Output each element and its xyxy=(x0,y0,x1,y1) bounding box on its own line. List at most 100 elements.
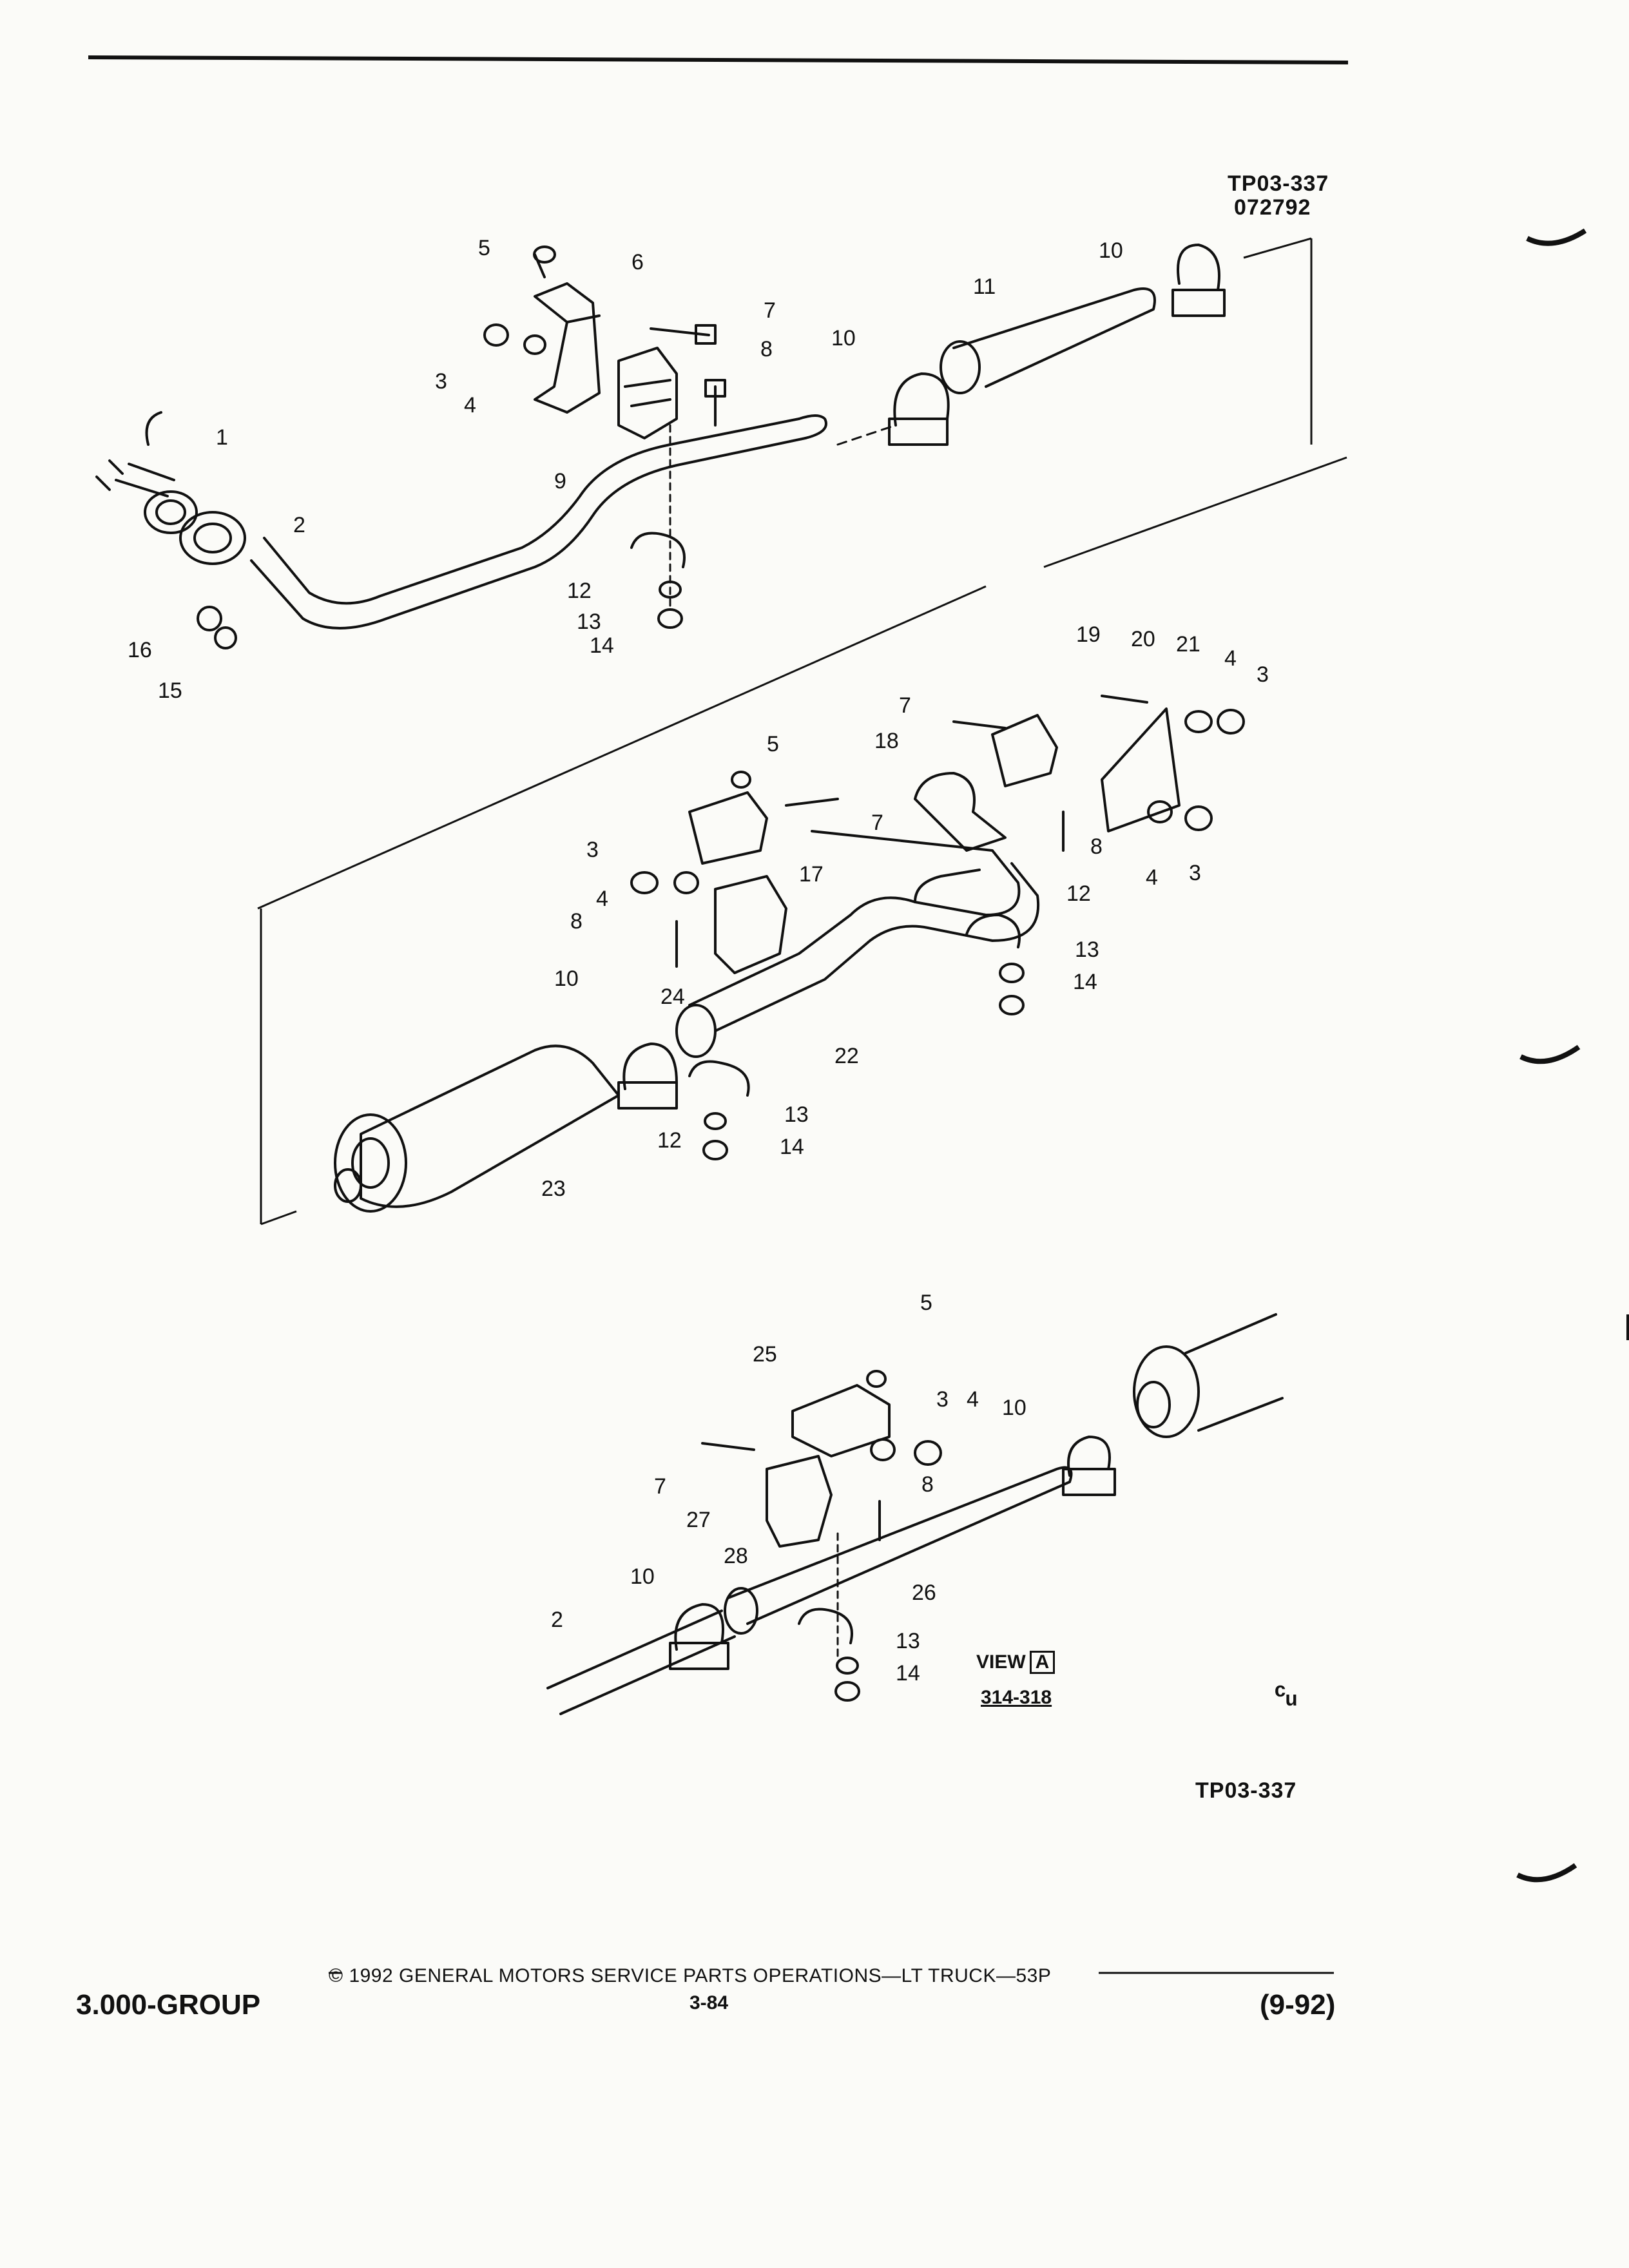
hanger-bracket-upper xyxy=(534,282,601,414)
callout-8: 8 xyxy=(570,909,583,934)
frame-bracket-21 xyxy=(1101,707,1181,832)
pipe-clamp-middle-left xyxy=(688,1060,750,1097)
view-code: 314-318 xyxy=(981,1687,1052,1708)
callout-20: 20 xyxy=(1131,627,1155,651)
lower-assembly xyxy=(546,1313,1284,1715)
callout-10: 10 xyxy=(1002,1396,1027,1420)
view-letter-box: A xyxy=(1029,1651,1055,1674)
callout-6: 6 xyxy=(631,250,644,274)
callout-21: 21 xyxy=(1176,632,1200,657)
callout-1: 1 xyxy=(216,425,228,450)
footer-page-number: 3-84 xyxy=(689,1992,729,2013)
callout-23: 23 xyxy=(541,1177,566,1201)
footer-copyright: © 1992 GENERAL MOTORS SERVICE PARTS OPER… xyxy=(329,1965,1052,1986)
hanger-insulator-18 xyxy=(914,772,1007,852)
middle-assembly xyxy=(334,695,1245,1213)
callout-3: 3 xyxy=(435,369,447,394)
callout-13: 13 xyxy=(784,1102,809,1127)
callout-8: 8 xyxy=(921,1472,934,1497)
upper-assembly xyxy=(95,244,1226,649)
callout-5: 5 xyxy=(920,1291,932,1315)
callout-4: 4 xyxy=(596,887,608,911)
callout-10: 10 xyxy=(630,1564,655,1589)
callout-9: 9 xyxy=(554,469,566,494)
hanger-bracket-middle xyxy=(688,791,768,865)
callout-16: 16 xyxy=(128,638,152,662)
callout-8: 8 xyxy=(760,337,773,361)
hanger-insulator-upper xyxy=(617,347,678,439)
manifold-flange xyxy=(179,511,246,565)
pipe-clamp-middle-right xyxy=(965,914,1021,948)
callout-14: 14 xyxy=(590,633,614,658)
callout-4: 4 xyxy=(464,393,476,418)
top-rule xyxy=(88,55,1349,64)
hanger-bracket-19 xyxy=(991,714,1058,787)
flange-nut xyxy=(197,606,222,631)
callout-4: 4 xyxy=(1146,865,1158,890)
callout-11: 11 xyxy=(973,274,996,299)
callout-3: 3 xyxy=(1257,662,1269,687)
callout-14: 14 xyxy=(896,1661,920,1686)
intermediate-pipe xyxy=(952,287,1156,388)
u-clamp-view-a-left xyxy=(674,1603,724,1651)
callout-10: 10 xyxy=(554,966,579,991)
u-clamp-middle xyxy=(622,1043,678,1090)
callout-3: 3 xyxy=(1189,861,1201,885)
figure-code: TP03-337 xyxy=(1228,171,1329,196)
pipe-clamp-view-a xyxy=(798,1608,853,1644)
callout-7: 7 xyxy=(764,298,776,323)
u-clamp-upper-left xyxy=(893,372,950,427)
callout-15: 15 xyxy=(158,678,182,703)
muffler xyxy=(360,1044,620,1208)
hanger-insulator-27 xyxy=(766,1455,833,1548)
callout-12: 12 xyxy=(657,1128,682,1153)
callout-2: 2 xyxy=(551,1608,563,1632)
footer-date: (9-92) xyxy=(1260,1989,1336,2021)
u-clamp-upper-right xyxy=(1177,244,1220,291)
callout-8: 8 xyxy=(1090,834,1103,859)
callout-5: 5 xyxy=(767,732,779,756)
callout-12: 12 xyxy=(1066,881,1091,906)
callout-7: 7 xyxy=(871,811,883,835)
callout-22: 22 xyxy=(834,1044,859,1068)
bottom-figure-code: TP03-337 xyxy=(1195,1778,1297,1803)
view-label-text: VIEW xyxy=(976,1651,1026,1673)
callout-4: 4 xyxy=(1224,646,1237,671)
callout-13: 13 xyxy=(1075,937,1099,962)
callout-28: 28 xyxy=(724,1544,748,1568)
callout-14: 14 xyxy=(1073,970,1097,994)
front-pipe-view-a xyxy=(546,1610,736,1715)
footer-group: 3.000-GROUP xyxy=(76,1989,261,2021)
callout-10: 10 xyxy=(831,326,856,351)
pipe-clamp-upper xyxy=(630,532,686,568)
callout-26: 26 xyxy=(912,1581,936,1605)
callout-2: 2 xyxy=(293,513,305,537)
callout-5: 5 xyxy=(478,236,490,260)
callout-17: 17 xyxy=(799,862,824,887)
callout-10: 10 xyxy=(1099,238,1123,263)
callout-3: 3 xyxy=(936,1387,949,1412)
hanger-insulator-middle xyxy=(714,875,787,974)
callout-13: 13 xyxy=(577,610,601,634)
hanger-bracket-25 xyxy=(791,1384,891,1457)
callout-7: 7 xyxy=(899,693,911,718)
perspective-frame xyxy=(257,237,1347,1225)
callout-27: 27 xyxy=(686,1508,711,1532)
callout-18: 18 xyxy=(874,729,899,753)
figure-date: 072792 xyxy=(1234,195,1311,220)
corner-mark: ᶜᵤ xyxy=(1275,1677,1297,1710)
callout-3: 3 xyxy=(586,838,599,862)
muffler-inlet xyxy=(1133,1345,1200,1438)
callout-19: 19 xyxy=(1076,622,1101,647)
callout-24: 24 xyxy=(660,985,685,1009)
callout-12: 12 xyxy=(567,579,592,603)
callout-4: 4 xyxy=(967,1387,979,1412)
callout-14: 14 xyxy=(780,1135,804,1159)
callout-7: 7 xyxy=(654,1474,666,1499)
u-clamp-view-a-right xyxy=(1067,1436,1111,1477)
